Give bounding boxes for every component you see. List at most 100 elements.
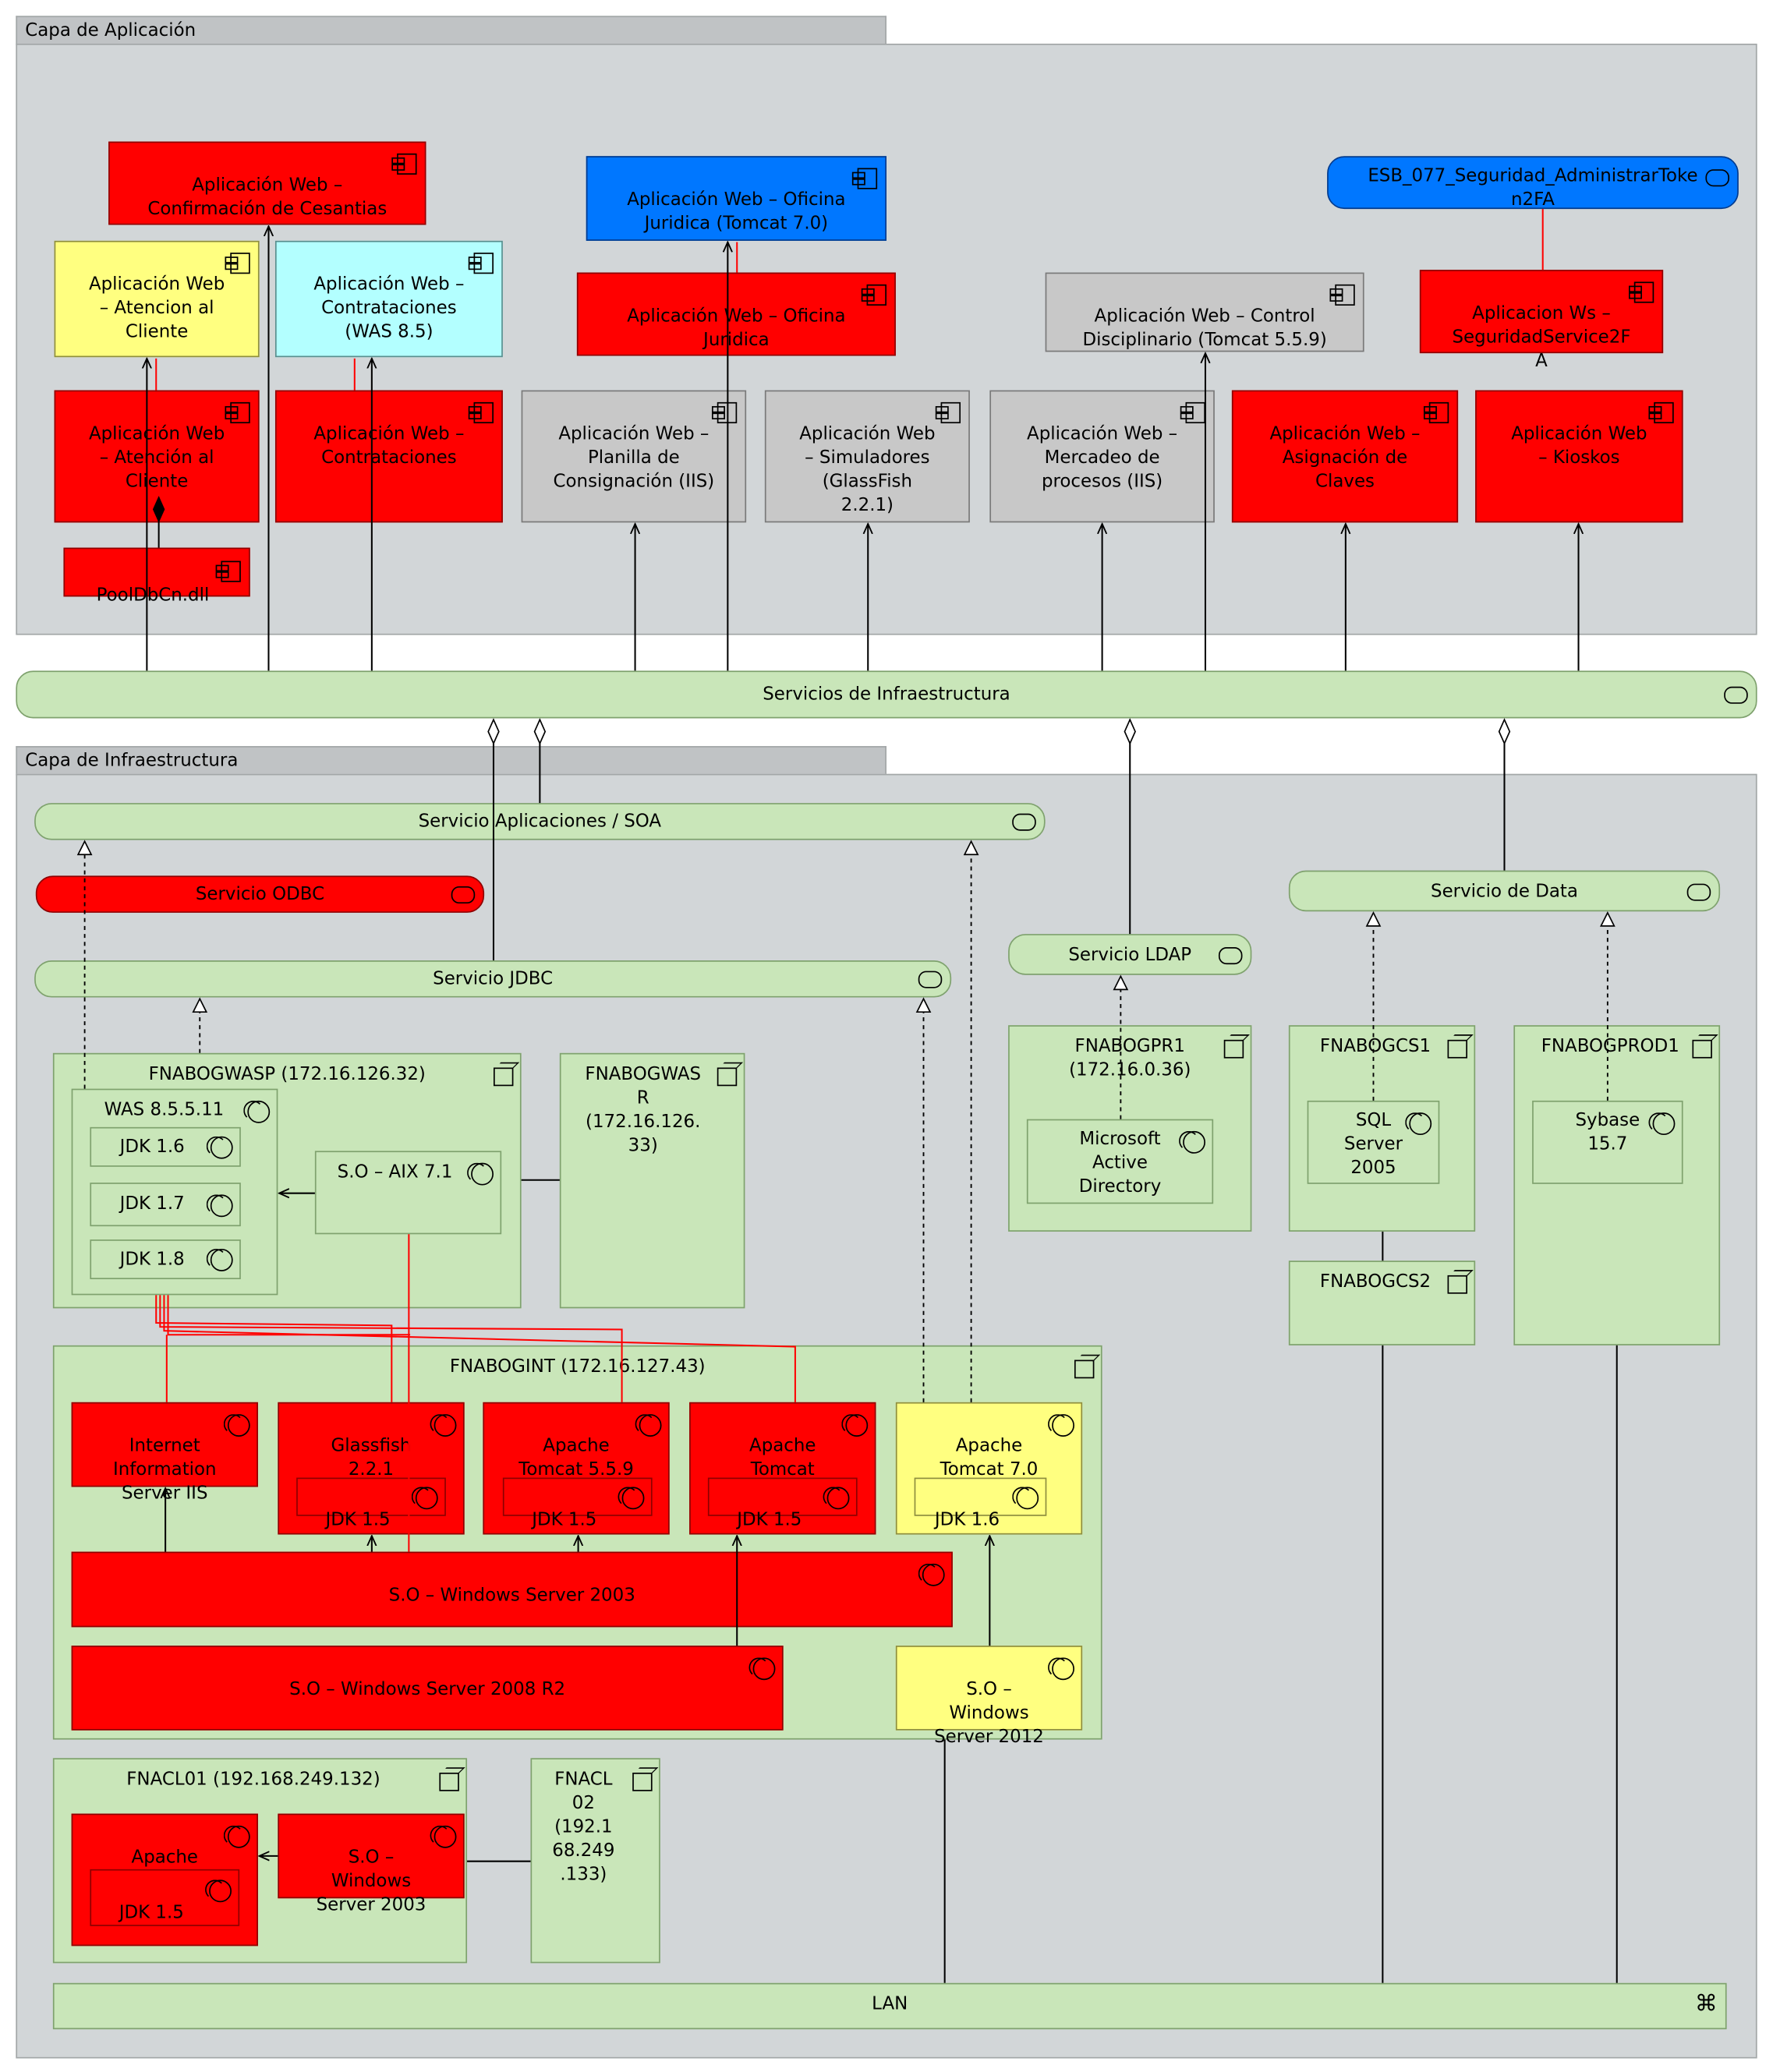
service-odbc[interactable]: Servicio ODBC bbox=[35, 875, 485, 913]
network-icon: ⌘ bbox=[1694, 1990, 1718, 2017]
software-jdk16-was[interactable]: JDK 1.6 bbox=[90, 1126, 241, 1167]
software-jdk15-tomcat6035[interactable]: JDK 1.5 bbox=[707, 1477, 858, 1530]
component-icon bbox=[468, 253, 494, 274]
component-icon bbox=[225, 253, 250, 274]
node-fnabogprod1[interactable]: FNABOGPROD1 bbox=[1513, 1025, 1721, 1345]
service-label: Servicio JDBC bbox=[433, 968, 554, 990]
service-soa[interactable]: Servicio Aplicaciones / SOA bbox=[34, 803, 1046, 840]
component-contrataciones-was[interactable]: Aplicación Web – Contrataciones (WAS 8.5… bbox=[274, 240, 503, 358]
node-icon bbox=[717, 1067, 738, 1087]
system-software-icon bbox=[206, 1194, 233, 1218]
software-label: S.O – Windows Server 2012 bbox=[934, 1678, 1044, 1748]
software-msad[interactable]: Microsoft Active Directory bbox=[1026, 1119, 1214, 1204]
software-jdk15-tomcat559[interactable]: JDK 1.5 bbox=[502, 1477, 653, 1530]
component-icon bbox=[851, 168, 878, 189]
software-jdk17-was[interactable]: JDK 1.7 bbox=[90, 1183, 241, 1227]
component-icon bbox=[935, 401, 961, 424]
service-esb[interactable]: ESB_077_Seguridad_AdministrarToke n2FA bbox=[1327, 156, 1739, 210]
system-software-icon bbox=[1405, 1112, 1432, 1136]
service-label: Servicio LDAP bbox=[1068, 943, 1192, 965]
software-jdk16-tomcat7[interactable]: JDK 1.6 bbox=[914, 1477, 1047, 1530]
component-label: Aplicación Web – Control Disciplinario (… bbox=[1082, 306, 1327, 351]
system-software-icon bbox=[918, 1563, 945, 1586]
software-aix[interactable]: S.O – AIX 7.1 bbox=[314, 1151, 502, 1235]
component-atencion-yellow[interactable]: Aplicación Web – Atencion al Cliente bbox=[54, 240, 260, 358]
component-label: Aplicación Web – Oficina Juridica (Tomca… bbox=[627, 189, 846, 235]
component-planilla[interactable]: Aplicación Web – Planilla de Consignació… bbox=[521, 390, 747, 523]
software-label: JDK 1.8 bbox=[119, 1248, 185, 1271]
system-software-icon bbox=[223, 1825, 250, 1848]
node-title: FNABOGPR1 (172.16.0.36) bbox=[1069, 1035, 1191, 1081]
component-label: Aplicación Web – Atención al Cliente bbox=[88, 423, 225, 493]
software-label: S.O – AIX 7.1 bbox=[337, 1161, 453, 1183]
node-title: FNABOGCS2 bbox=[1319, 1271, 1431, 1292]
service-icon bbox=[918, 971, 943, 988]
software-cl-jdk15[interactable]: JDK 1.5 bbox=[90, 1869, 240, 1926]
software-win2008[interactable]: S.O – Windows Server 2008 R2 bbox=[71, 1646, 784, 1731]
service-ldap[interactable]: Servicio LDAP bbox=[1008, 934, 1252, 975]
component-icon bbox=[1329, 284, 1355, 306]
service-infraestructura[interactable]: Servicios de Infraestructura bbox=[16, 670, 1757, 719]
software-label: Microsoft Active Directory bbox=[1078, 1128, 1162, 1197]
system-software-icon bbox=[430, 1414, 457, 1437]
app-layer-tab[interactable]: Capa de Aplicación bbox=[16, 16, 886, 45]
component-label: Aplicación Web – Contrataciones bbox=[313, 423, 465, 468]
infra-layer-tab[interactable]: Capa de Infraestructura bbox=[16, 746, 886, 776]
software-label: JDK 1.5 bbox=[119, 1902, 184, 1924]
component-seguridad-service[interactable]: Aplicacion Ws – SeguridadService2F A bbox=[1419, 270, 1664, 372]
component-pooldb[interactable]: PoolDbCn.dll bbox=[63, 547, 250, 606]
service-icon bbox=[1218, 947, 1243, 965]
system-software-icon bbox=[823, 1487, 850, 1510]
component-kioskos[interactable]: Aplicación Web – Kioskos bbox=[1475, 390, 1683, 523]
software-label: S.O – Windows Server 2003 bbox=[316, 1847, 426, 1916]
software-label: JDK 1.7 bbox=[119, 1193, 185, 1215]
software-sybase[interactable]: Sybase 15.7 bbox=[1532, 1100, 1683, 1184]
component-cesantias[interactable]: Aplicación Web – Confirmación de Cesanti… bbox=[108, 141, 426, 225]
component-icon bbox=[225, 401, 250, 424]
software-label: JDK 1.5 bbox=[532, 1509, 597, 1531]
service-data[interactable]: Servicio de Data bbox=[1288, 870, 1721, 912]
service-label: ESB_077_Seguridad_AdministrarToke n2FA bbox=[1368, 165, 1698, 210]
component-label: Aplicación Web – Simuladores (GlassFish … bbox=[799, 423, 936, 516]
system-software-icon bbox=[748, 1657, 776, 1681]
node-title: FNABOGCS1 bbox=[1319, 1035, 1431, 1057]
component-label: Aplicación Web – Oficina Juridica bbox=[627, 306, 846, 351]
system-software-icon bbox=[223, 1414, 250, 1437]
service-icon bbox=[451, 886, 476, 904]
software-jdk18-was[interactable]: JDK 1.8 bbox=[90, 1239, 241, 1279]
component-simuladores[interactable]: Aplicación Web – Simuladores (GlassFish … bbox=[764, 390, 970, 523]
system-software-icon bbox=[841, 1414, 869, 1437]
node-fnacl02[interactable]: FNACL 02 (192.1 68.249 .133) bbox=[530, 1758, 660, 1964]
software-win2003[interactable]: S.O – Windows Server 2003 bbox=[71, 1551, 953, 1628]
component-oficina-red[interactable]: Aplicación Web – Oficina Juridica bbox=[576, 272, 896, 356]
node-fnabogwasr[interactable]: FNABOGWAS R (172.16.126. 33) bbox=[559, 1052, 745, 1309]
component-asignacion[interactable]: Aplicación Web – Asignación de Claves bbox=[1231, 390, 1459, 523]
software-label: SQL Server 2005 bbox=[1343, 1109, 1403, 1179]
component-label: Aplicación Web – Mercadeo de procesos (I… bbox=[1027, 423, 1178, 493]
software-sqlserver[interactable]: SQL Server 2005 bbox=[1307, 1100, 1440, 1184]
node-icon bbox=[439, 1772, 459, 1791]
software-label: Sybase 15.7 bbox=[1575, 1109, 1640, 1155]
component-oficina-tomcat[interactable]: Aplicación Web – Oficina Juridica (Tomca… bbox=[586, 156, 886, 241]
service-jdbc[interactable]: Servicio JDBC bbox=[34, 960, 952, 998]
software-win2012[interactable]: S.O – Windows Server 2012 bbox=[895, 1646, 1083, 1748]
component-label: Aplicación Web – Kioskos bbox=[1511, 423, 1647, 468]
system-software-icon bbox=[430, 1825, 457, 1848]
node-icon bbox=[632, 1772, 653, 1791]
component-control-disciplinario[interactable]: Aplicación Web – Control Disciplinario (… bbox=[1045, 272, 1364, 352]
software-cl-win2003[interactable]: S.O – Windows Server 2003 bbox=[278, 1813, 465, 1915]
node-title: FNACL 02 (192.1 68.249 .133) bbox=[552, 1768, 615, 1886]
service-icon bbox=[1686, 883, 1711, 901]
node-icon bbox=[1223, 1039, 1244, 1059]
component-icon bbox=[1629, 281, 1654, 303]
network-lan[interactable]: LAN ⌘ bbox=[52, 1982, 1727, 2030]
software-jdk15-glassfish[interactable]: JDK 1.5 bbox=[296, 1477, 446, 1530]
component-contrataciones-red[interactable]: Aplicación Web – Contrataciones bbox=[274, 390, 503, 523]
node-fnabogcs2[interactable]: FNABOGCS2 bbox=[1288, 1261, 1476, 1345]
component-label: Aplicación Web – Contrataciones (WAS 8.5… bbox=[313, 274, 465, 343]
system-software-icon bbox=[1012, 1487, 1039, 1510]
node-title: FNABOGINT (172.16.127.43) bbox=[449, 1356, 706, 1377]
software-iis[interactable]: Internet Information Server IIS bbox=[71, 1402, 258, 1504]
component-mercadeo[interactable]: Aplicación Web – Mercadeo de procesos (I… bbox=[989, 390, 1215, 523]
